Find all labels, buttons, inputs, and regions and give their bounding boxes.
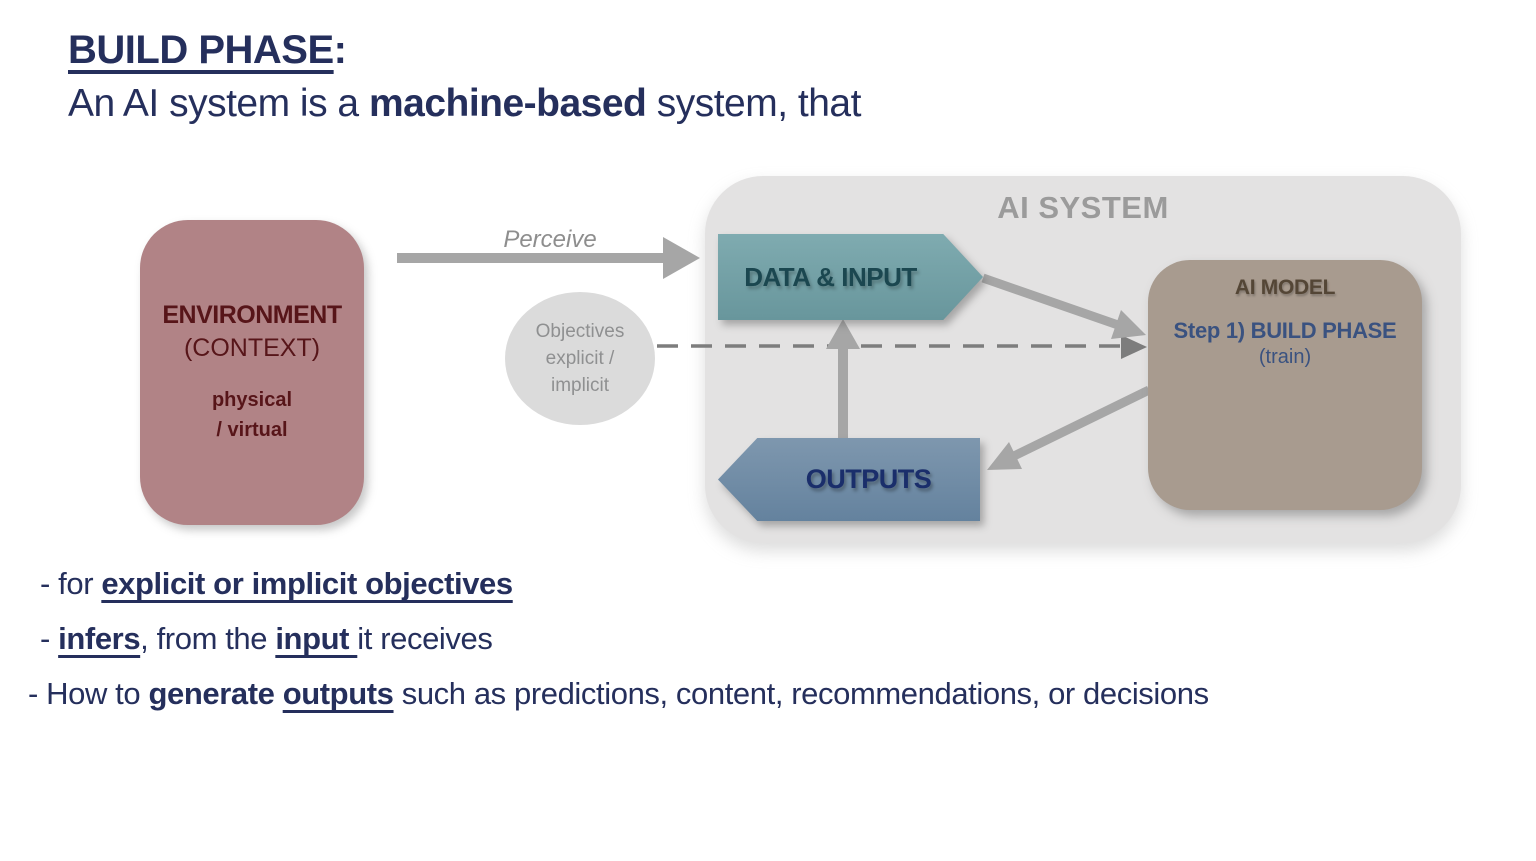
bullet-item-2: - infers, from the input it receives	[28, 611, 1209, 666]
bullet2-emphasis2: input	[275, 621, 358, 656]
bullets-list: - for explicit or implicit objectives - …	[28, 556, 1209, 721]
page-title-underlined: BUILD PHASE	[68, 28, 334, 72]
perceive-label: Perceive	[503, 226, 597, 253]
ai-model-step: Step 1) BUILD PHASE	[1173, 318, 1397, 343]
bullet2-mid: , from the	[140, 621, 276, 656]
ai-model-box: AI MODEL Step 1) BUILD PHASE (train)	[1148, 260, 1422, 510]
bullet2-post: it receives	[357, 621, 493, 656]
data-input-label: DATA & INPUT	[744, 261, 917, 292]
page-title-colon: :	[333, 28, 347, 72]
bullet2-emphasis1: infers	[58, 621, 141, 656]
bullet-item-1: - for explicit or implicit objectives	[28, 556, 1209, 611]
subtitle-bold: machine-based	[368, 82, 647, 125]
bullet2-pre: -	[40, 621, 59, 656]
bullet3-emphasis: outputs	[282, 676, 394, 711]
outputs-pentagon: OUTPUTS	[718, 438, 980, 521]
objectives-line2: explicit /	[545, 348, 615, 369]
bullet1-emphasis: explicit or implicit objectives	[101, 566, 513, 601]
subtitle-pre: An AI system is a	[68, 82, 369, 125]
data-input-shape: DATA & INPUT	[718, 234, 983, 320]
environment-detail: physical / virtual	[212, 385, 292, 445]
environment-box: ENVIRONMENT (CONTEXT) physical / virtual	[140, 220, 364, 525]
title-block: BUILD PHASE: An AI system is a machine-b…	[68, 24, 861, 130]
ai-model-title: AI MODEL	[1234, 276, 1336, 299]
bullet3-bold: generate	[148, 676, 283, 711]
bullet3-post: such as predictions, content, recommenda…	[393, 676, 1209, 711]
bullet-item-3: - How to generate outputs such as predic…	[28, 666, 1209, 721]
data-input-pentagon: DATA & INPUT	[718, 234, 983, 320]
objectives-line1: Objectives	[535, 321, 625, 342]
environment-detail-line1: physical	[211, 388, 293, 411]
objectives-line3: implicit	[550, 375, 610, 396]
ai-system-label: AI SYSTEM	[997, 190, 1169, 225]
ai-model-train: (train)	[1258, 346, 1312, 368]
bullet3-pre: - How to	[28, 676, 149, 711]
subtitle-post: system, that	[646, 82, 862, 125]
environment-title: ENVIRONMENT	[162, 300, 342, 329]
objectives-ellipse: Objectives explicit / implicit	[505, 292, 655, 425]
outputs-shape: OUTPUTS	[718, 438, 980, 521]
bullet1-pre: - for	[40, 566, 102, 601]
page-title: BUILD PHASE:	[68, 24, 861, 76]
environment-subtitle: (CONTEXT)	[183, 333, 321, 362]
environment-detail-line2: / virtual	[216, 418, 288, 441]
page-subtitle: An AI system is a machine-based system, …	[68, 78, 861, 130]
outputs-label: OUTPUTS	[805, 464, 932, 494]
